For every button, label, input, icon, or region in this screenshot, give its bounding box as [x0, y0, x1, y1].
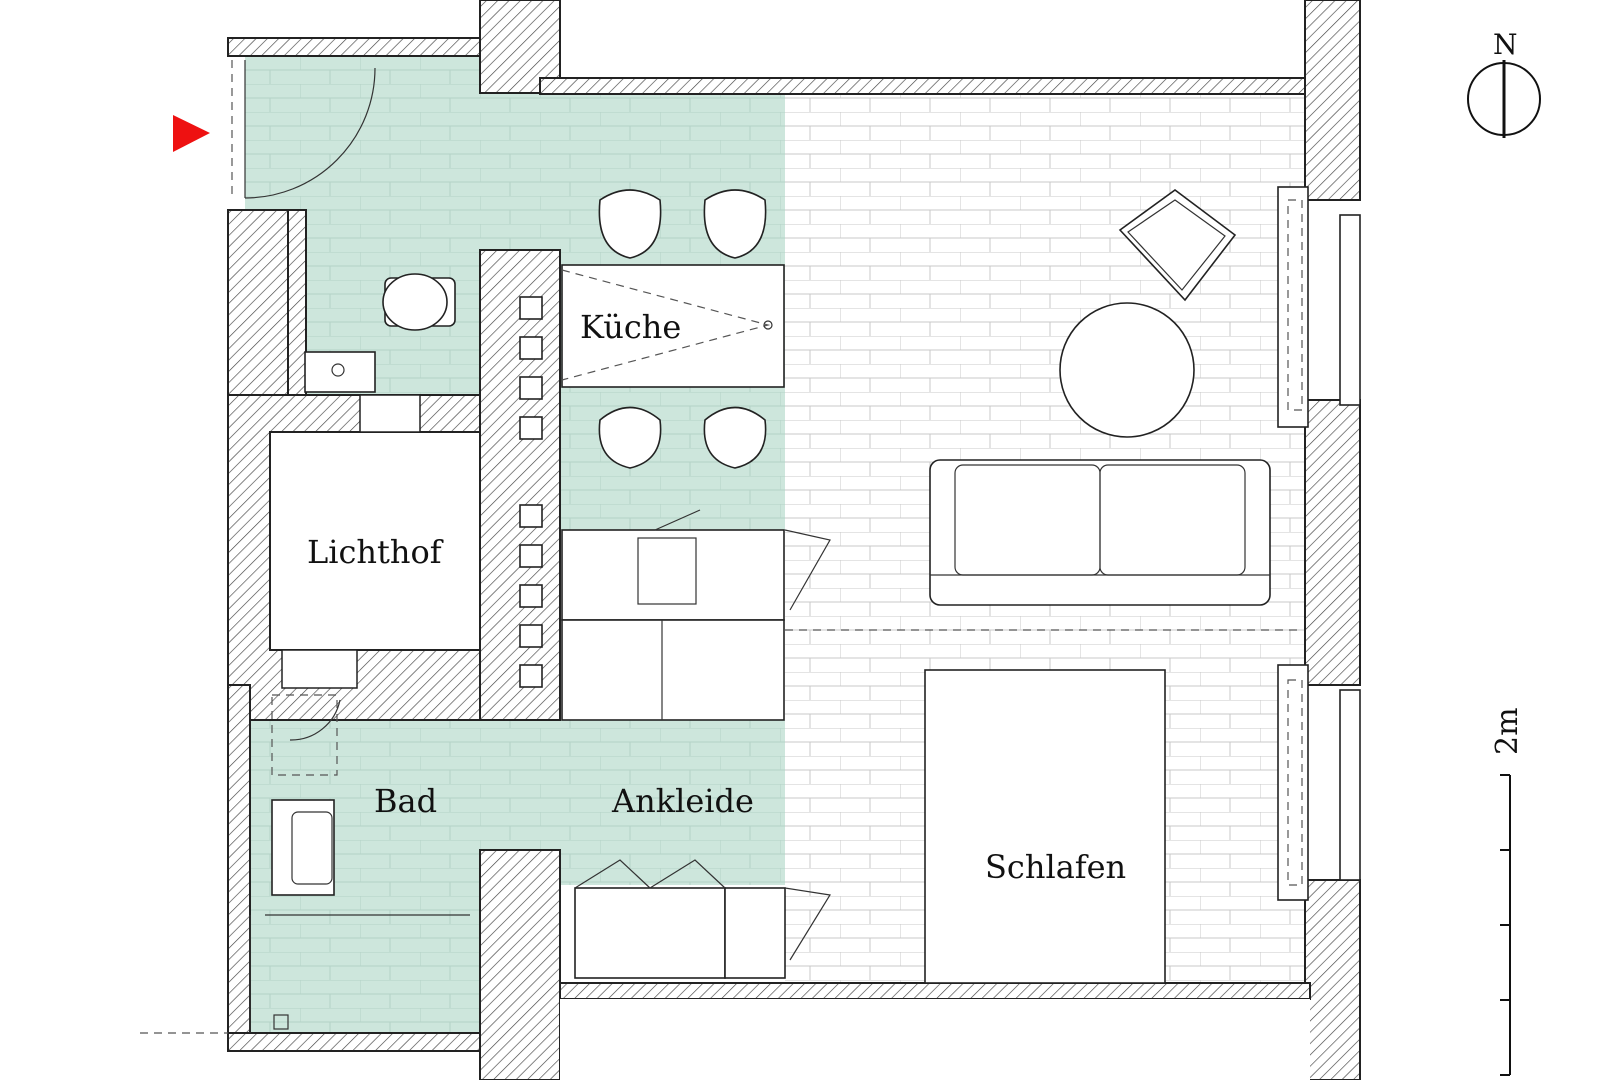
kitchen-counter: [561, 509, 831, 721]
room-label-schlafen: Schlafen: [985, 848, 1126, 886]
wc-sink: [304, 351, 376, 393]
wardrobe: [574, 859, 831, 979]
scale-bar: [1500, 774, 1511, 1076]
windows: [1277, 186, 1361, 901]
north-label: N: [1493, 28, 1518, 61]
room-label-kueche: Küche: [580, 308, 681, 346]
room-label-bad: Bad: [374, 782, 437, 820]
north-arrow-icon: [1467, 60, 1541, 138]
entry-door: [231, 60, 376, 200]
room-label-ankleide: Ankleide: [611, 782, 754, 820]
floor-dressing: [560, 720, 785, 885]
sofa: [929, 459, 1271, 606]
kitchen-chairs: [598, 189, 767, 469]
room-label-lichthof: Lichthof: [307, 533, 444, 571]
lounge-chair: [1118, 189, 1237, 302]
bed: [924, 669, 1166, 984]
scale-label: 2m: [1490, 707, 1525, 755]
walls: [227, 0, 1361, 1080]
kitchen-island: [561, 264, 785, 388]
toilet: [382, 273, 456, 331]
entrance-arrow-icon: [173, 115, 210, 152]
bath-fixtures: [140, 694, 470, 1034]
core-blocks: [519, 296, 543, 688]
round-table: [1059, 302, 1195, 438]
